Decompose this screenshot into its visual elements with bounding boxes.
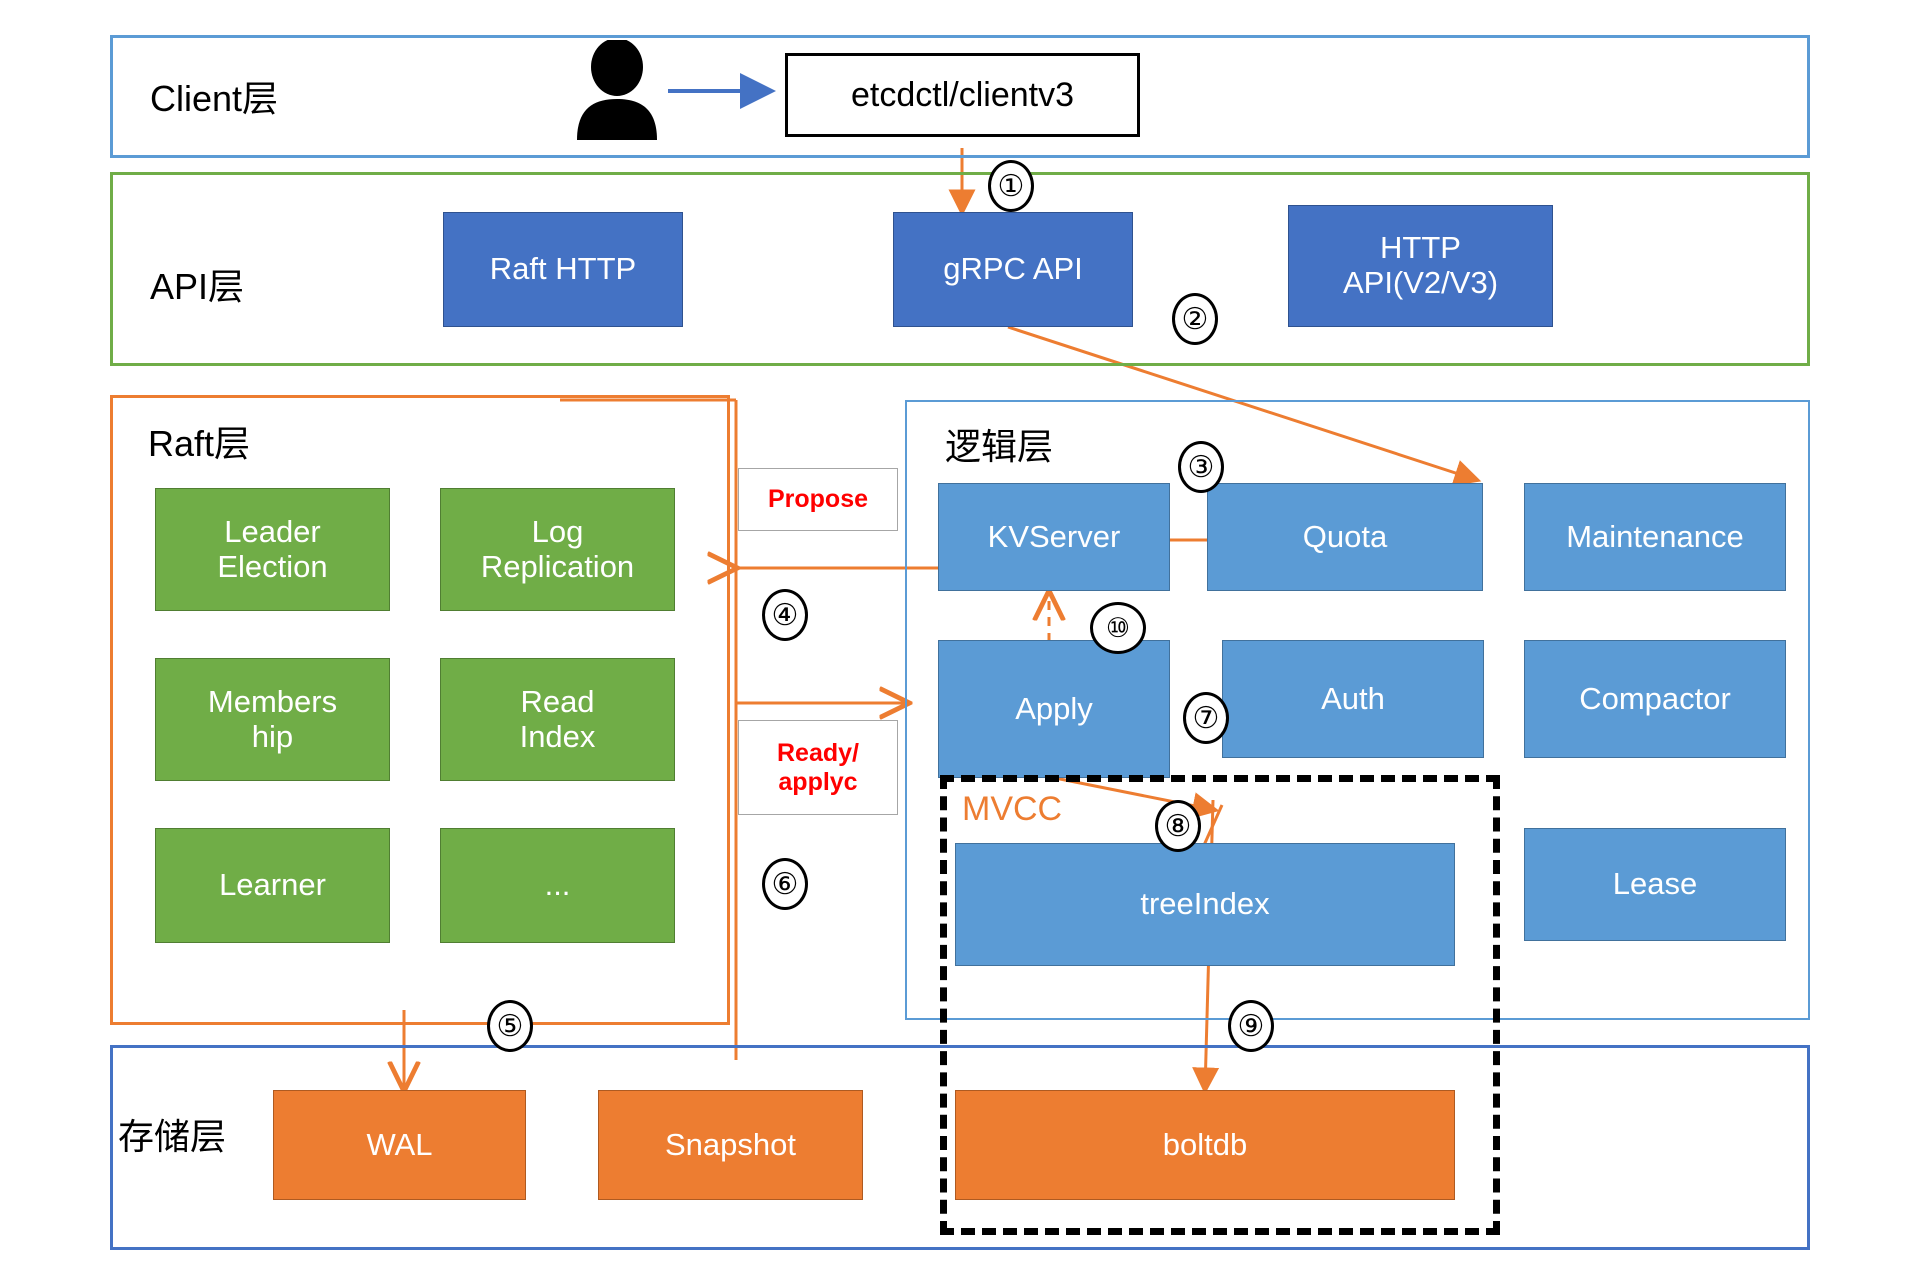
node-membership[interactable]: Members hip — [155, 658, 390, 781]
step-marker-8: ⑧ — [1155, 800, 1201, 852]
step-marker-1: ① — [988, 160, 1034, 212]
logic-layer-title: 逻辑层 — [945, 426, 1054, 467]
node-read-index[interactable]: Read Index — [440, 658, 675, 781]
step-marker-6: ⑥ — [762, 858, 808, 910]
step-marker-4: ④ — [762, 589, 808, 641]
api-layer-title: API层 — [150, 266, 245, 307]
node-leader-election[interactable]: Leader Election — [155, 488, 390, 611]
node-snapshot[interactable]: Snapshot — [598, 1090, 863, 1200]
node-raft-others[interactable]: ... — [440, 828, 675, 943]
node-lease[interactable]: Lease — [1524, 828, 1786, 941]
client-layer-container — [110, 35, 1810, 158]
step-marker-3: ③ — [1178, 441, 1224, 493]
step-marker-7: ⑦ — [1183, 692, 1229, 744]
node-raft-http[interactable]: Raft HTTP — [443, 212, 683, 327]
node-http-api-v2-v3[interactable]: HTTP API(V2/V3) — [1288, 205, 1553, 327]
person-icon — [572, 38, 662, 140]
api-layer-container — [110, 172, 1810, 366]
node-treeindex[interactable]: treeIndex — [955, 843, 1455, 966]
mvcc-group — [940, 775, 1500, 1235]
node-quota[interactable]: Quota — [1207, 483, 1483, 591]
node-learner[interactable]: Learner — [155, 828, 390, 943]
node-compactor[interactable]: Compactor — [1524, 640, 1786, 758]
storage-layer-container — [110, 1045, 1810, 1250]
node-log-replication[interactable]: Log Replication — [440, 488, 675, 611]
node-auth[interactable]: Auth — [1222, 640, 1484, 758]
node-apply[interactable]: Apply — [938, 640, 1170, 778]
node-grpc-api[interactable]: gRPC API — [893, 212, 1133, 327]
mvcc-label: MVCC — [962, 790, 1063, 828]
raft-layer-title: Raft层 — [148, 423, 251, 464]
step-marker-2: ② — [1172, 293, 1218, 345]
storage-layer-title: 存储层 — [118, 1116, 227, 1157]
node-maintenance[interactable]: Maintenance — [1524, 483, 1786, 591]
step-marker-9: ⑨ — [1228, 1000, 1274, 1052]
callout-propose: Propose — [738, 468, 898, 531]
raft-layer-container — [110, 395, 730, 1025]
node-boltdb[interactable]: boltdb — [955, 1090, 1455, 1200]
step-marker-5: ⑤ — [487, 1000, 533, 1052]
node-kvserver[interactable]: KVServer — [938, 483, 1170, 591]
etcdctl-client-box[interactable]: etcdctl/clientv3 — [785, 53, 1140, 137]
node-wal[interactable]: WAL — [273, 1090, 526, 1200]
step-marker-10: ⑩ — [1090, 602, 1146, 654]
callout-ready-applyc: Ready/ applyc — [738, 720, 898, 815]
client-layer-title: Client层 — [150, 78, 279, 119]
logic-layer-container — [905, 400, 1810, 1020]
